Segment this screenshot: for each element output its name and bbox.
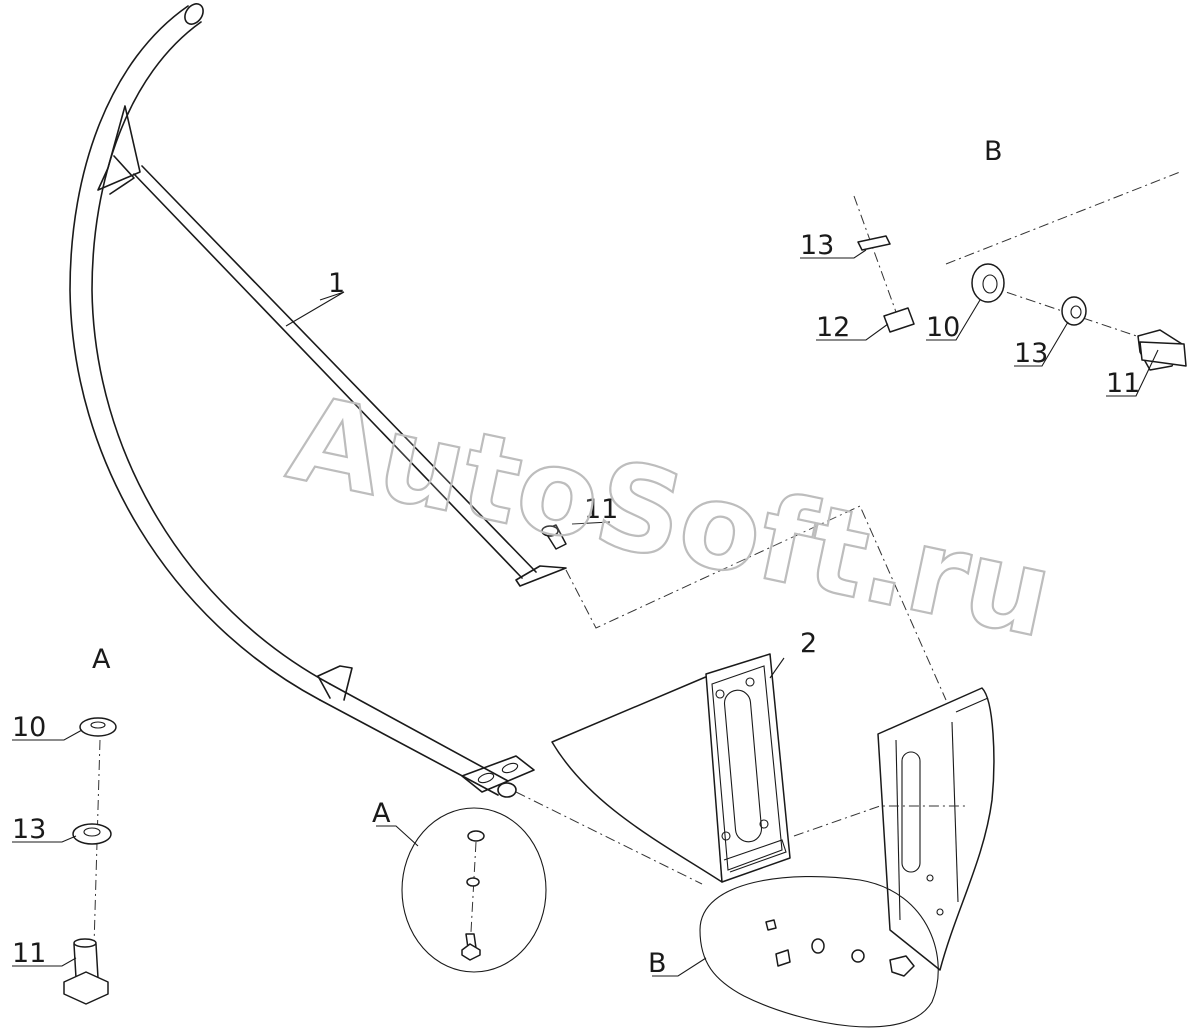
label-part-11-right: 11 [1106, 368, 1140, 399]
detail-b-view [699, 876, 939, 1028]
label-part-2: 2 [800, 628, 817, 659]
label-view-b-callout: B [648, 948, 667, 979]
label-part-10-right: 10 [926, 312, 960, 343]
label-part-13-top: 13 [800, 230, 834, 261]
detail-a-parts [63, 717, 117, 1005]
label-part-11-left: 11 [12, 938, 46, 969]
label-part-13-right: 13 [1014, 338, 1048, 369]
label-view-a-callout: A [372, 798, 391, 829]
detail-b-parts [857, 235, 1187, 371]
part-labels: 1 11 2 B 13 12 10 13 11 A 10 13 11 A B [12, 136, 1140, 979]
bracket-plate [551, 653, 791, 883]
brace-bolt [541, 524, 567, 550]
label-view-b-title: B [984, 136, 1003, 167]
label-part-10-left: 10 [12, 712, 46, 743]
label-part-1: 1 [328, 268, 345, 299]
label-part-13-left: 13 [12, 814, 46, 845]
detail-a-view [401, 807, 547, 973]
label-part-12: 12 [816, 312, 850, 343]
mounted-bracket-assembly [877, 687, 995, 971]
leader-lines [12, 249, 1159, 977]
label-part-11-brace: 11 [584, 494, 618, 525]
curved-tube-frame [69, 3, 567, 798]
label-view-a-title: A [92, 644, 111, 675]
watermark-text: AutoSoft.ru [278, 368, 1063, 664]
